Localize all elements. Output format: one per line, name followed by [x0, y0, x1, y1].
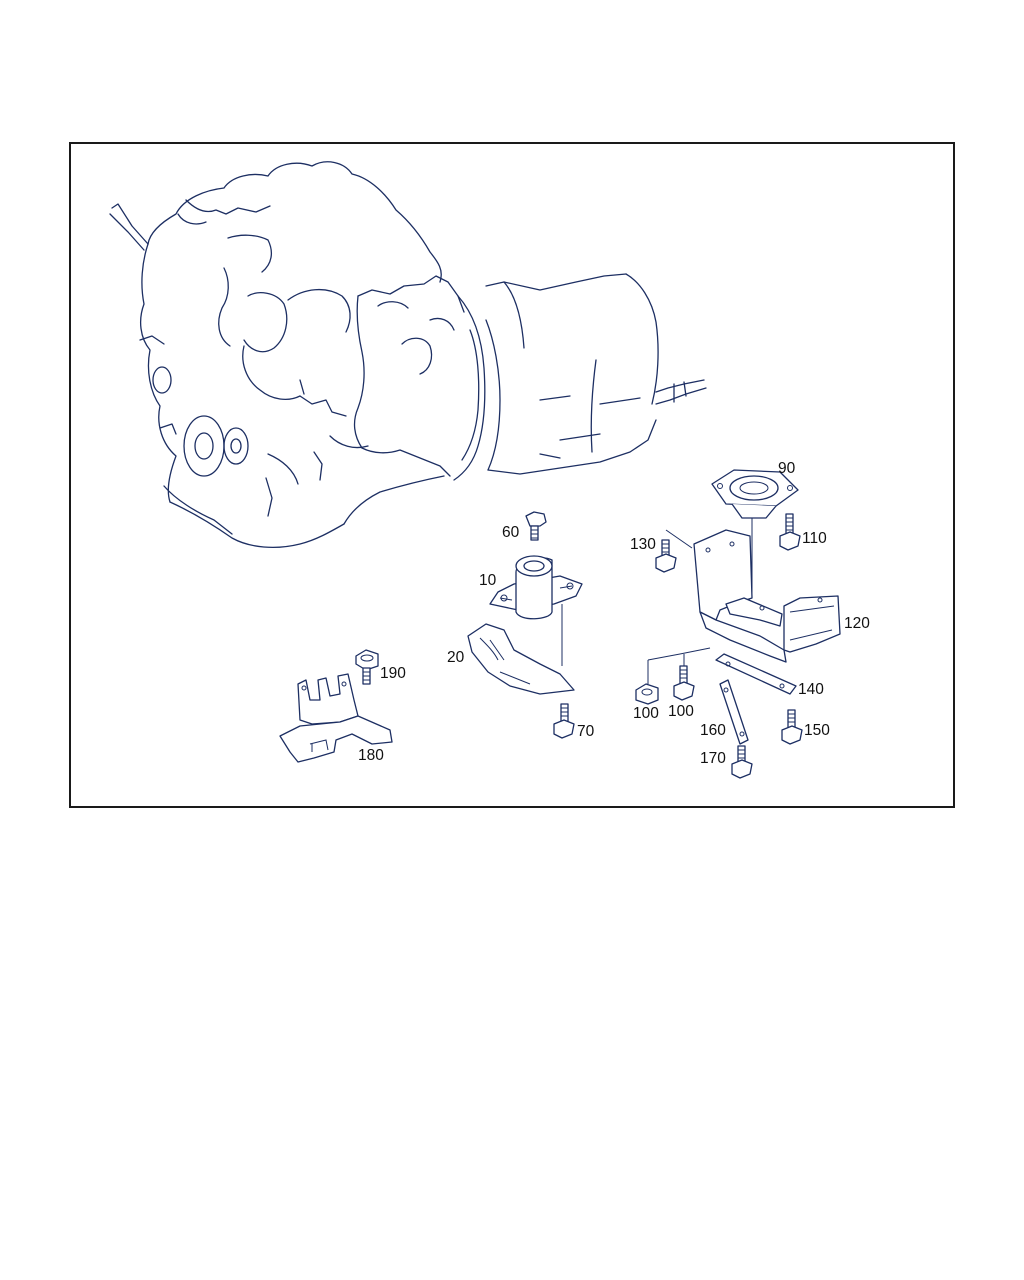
part-label-10: 10 — [479, 572, 497, 589]
part-label-120: 120 — [844, 615, 870, 632]
part-label-60: 60 — [502, 524, 520, 541]
crossmember-120-shape — [647, 529, 841, 684]
heat-shield-20-shape — [467, 623, 575, 695]
bolt-130-shape — [655, 529, 693, 573]
part-label-70: 70 — [577, 723, 595, 740]
engine-transmission-assembly — [109, 161, 707, 548]
part-label-90: 90 — [778, 460, 796, 477]
part-label-130: 130 — [630, 536, 656, 553]
part-label-190: 190 — [380, 665, 406, 682]
diagram-frame — [69, 142, 955, 808]
bolt-70-shape — [553, 703, 575, 739]
part-label-100-a: 100 — [633, 705, 659, 722]
bolt-170-shape — [731, 745, 753, 779]
bolt-150-shape — [781, 709, 803, 745]
part-label-140: 140 — [798, 681, 824, 698]
strap-160-shape — [719, 679, 749, 745]
part-label-150: 150 — [804, 722, 830, 739]
strap-140-shape — [715, 653, 797, 695]
bolt-60-shape — [525, 511, 547, 541]
part-label-100-b: 100 — [668, 703, 694, 720]
engine-mount-10-shape — [489, 555, 583, 666]
part-label-110: 110 — [802, 530, 827, 547]
bolt-190-shape — [355, 649, 379, 685]
transmission-mount-90-shape — [711, 469, 799, 598]
part-label-160: 160 — [700, 722, 726, 739]
part-label-180: 180 — [358, 747, 384, 764]
nut-100a-shape — [635, 683, 659, 705]
bracket-180-shape — [279, 673, 393, 763]
bolt-110-shape — [779, 513, 801, 551]
bolt-100b-shape — [673, 665, 695, 701]
part-label-170: 170 — [700, 750, 726, 767]
part-label-20: 20 — [447, 649, 465, 666]
